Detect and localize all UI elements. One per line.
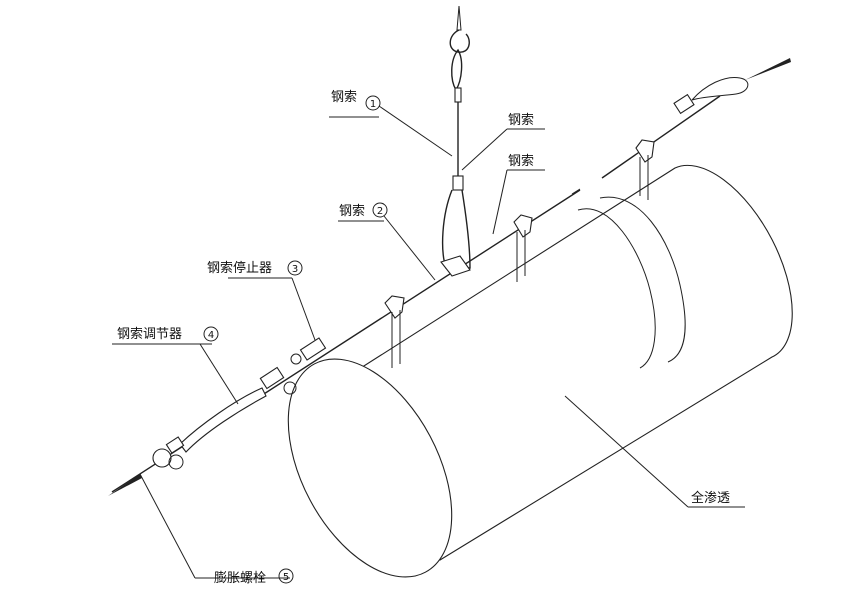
ceiling-hanger — [440, 5, 471, 277]
duct-clamp-3 — [635, 139, 655, 200]
label-cable-2: 钢索 — [339, 204, 365, 219]
number-marker-3: 3 — [287, 260, 303, 276]
label-cable-top-right: 钢索 — [508, 154, 534, 169]
number-marker-1: 1 — [365, 95, 381, 111]
svg-text:5: 5 — [283, 572, 289, 583]
svg-text:1: 1 — [370, 99, 376, 110]
label-cable-adjuster: 钢索调节器 — [117, 327, 182, 342]
svg-text:3: 3 — [292, 264, 298, 275]
duct-clamp-2 — [513, 214, 533, 282]
label-full-infiltration: 全渗透 — [691, 490, 730, 506]
leader-lines — [112, 105, 745, 579]
number-marker-2: 2 — [372, 202, 388, 218]
svg-text:4: 4 — [208, 330, 214, 341]
cable-adjuster-device — [179, 366, 297, 453]
duct-clamp-1 — [384, 295, 405, 368]
label-cable-hanger: 钢索 — [508, 113, 534, 128]
label-cable-stopper: 钢索停止器 — [207, 260, 272, 276]
right-anchor — [673, 58, 791, 115]
label-expansion-bolt: 膨胀螺栓 — [214, 571, 266, 586]
number-marker-5: 5 — [278, 568, 294, 584]
svg-text:2: 2 — [377, 206, 383, 217]
label-cable-1: 钢索 — [331, 90, 357, 105]
duct-cylinder — [287, 164, 793, 578]
number-marker-4: 4 — [203, 326, 219, 342]
cable-stopper-device — [290, 337, 327, 365]
left-anchor — [108, 436, 185, 496]
